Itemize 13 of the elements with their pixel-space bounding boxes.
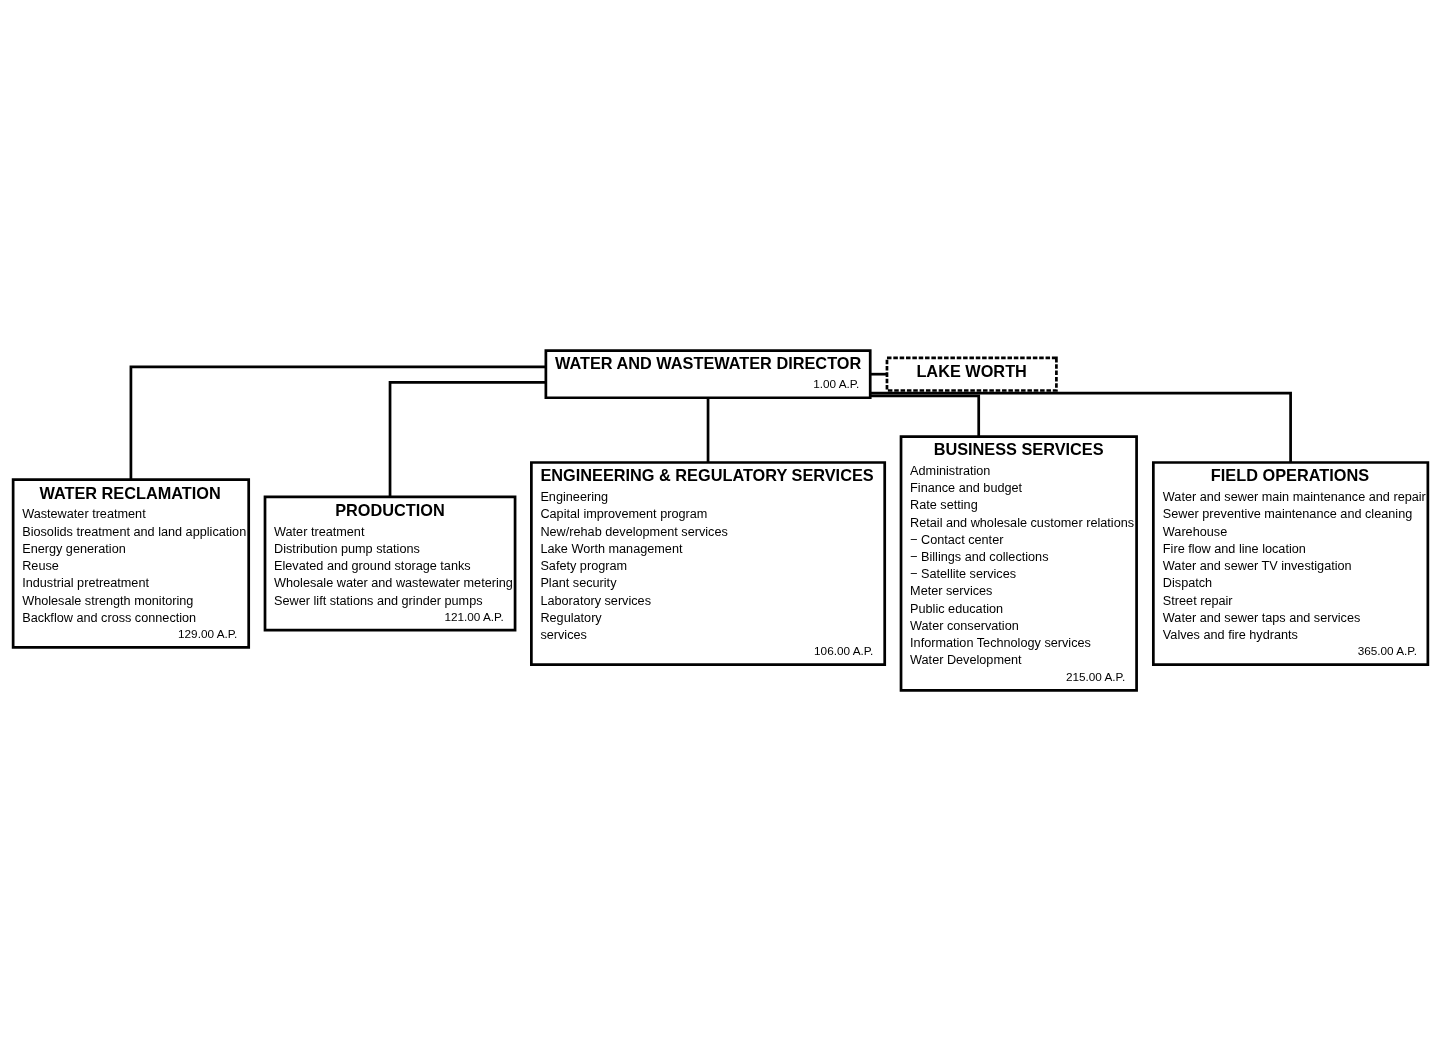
connector xyxy=(129,365,546,480)
node-box: ENGINEERING & REGULATORY SERVICES Engineering Capital improvement program New/rehab development services Lake Worth management Safety program Plant security Laboratory services Regulatory services 106.00 A.P. xyxy=(530,460,887,666)
node-box: BUSINESS SERVICES Administration Finance and budget Rate setting Retail and wholesale customer relations − Contact center − Billings and collections − Satellite services Meter services Public education Water conservation Information Technology services Water Development 215.00 A.P. xyxy=(899,434,1138,692)
node-box: LAKE WORTH xyxy=(885,356,1058,392)
connector xyxy=(870,394,981,436)
node-box: WATER AND WASTEWATER DIRECTOR 1.00 A.P. xyxy=(544,348,872,399)
connector xyxy=(388,380,546,497)
node-box: WATER RECLAMATION Wastewater treatment Biosolids treatment and land application Energy generation Reuse Industrial pretreatment Wholesale strength monitoring Backflow and cross connection 129.00 A.P. xyxy=(11,477,251,649)
connector xyxy=(870,372,887,376)
connector xyxy=(870,391,1292,462)
node-box: PRODUCTION Water treatment Distribution pump stations Elevated and ground storage tanks Wholesale water and wastewater metering Sewer lift stations and grinder pumps 121.00 A.P. xyxy=(263,495,517,631)
node-box: FIELD OPERATIONS Water and sewer main maintenance and repair Sewer preventive maintenance and cleaning Warehouse Fire flow and line location Water and sewer TV investigation Dispatch Street repair Water and sewer taps and services Valves and fire hydrants 365.00 A.P. xyxy=(1152,460,1430,666)
connector xyxy=(706,397,710,462)
